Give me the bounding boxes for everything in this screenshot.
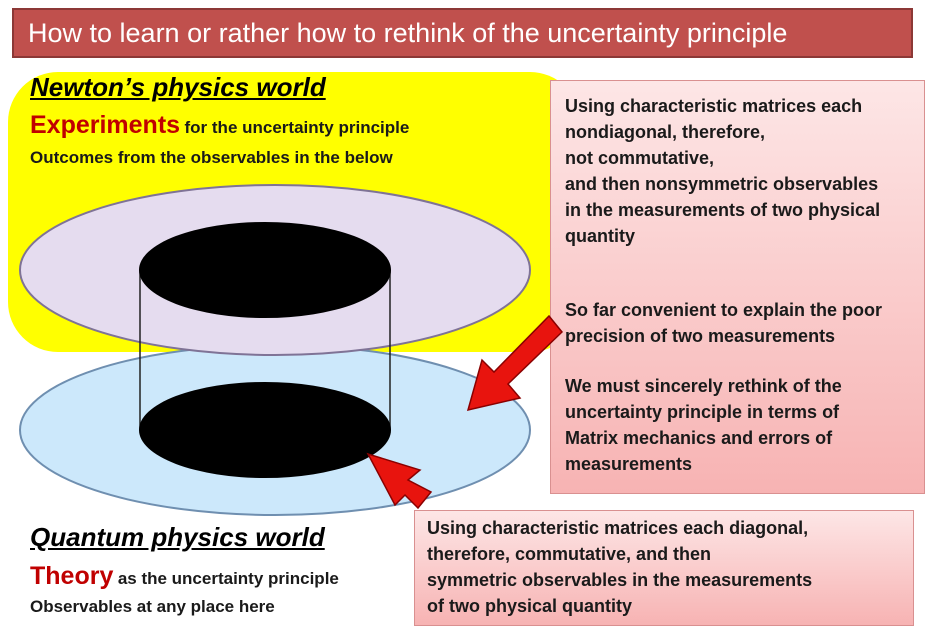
bottom-line: symmetric observables in the measurement… xyxy=(427,570,813,590)
arrow-to-cylinder-bottom xyxy=(366,452,433,510)
cylinder-bottom-face xyxy=(139,382,391,478)
quantum-world-heading: Quantum physics world xyxy=(30,522,325,552)
theory-keyword: Theory xyxy=(30,562,114,590)
right-p3-line: uncertainty principle in terms of xyxy=(565,402,840,422)
newton-line-1: Experiments for the uncertainty principl… xyxy=(30,111,409,140)
cylinder-top-face xyxy=(139,222,391,318)
right-p3-line: We must sincerely rethink of the xyxy=(565,376,842,396)
newton-world-heading: Newton’s physics world xyxy=(30,72,326,102)
right-p1-line: quantity xyxy=(565,226,635,246)
right-p3-line: measurements xyxy=(565,454,693,474)
right-p2-line: So far convenient to explain the poor xyxy=(565,300,883,320)
slide-title: How to learn or rather how to rethink of… xyxy=(12,8,913,58)
right-p1-line: not commutative, xyxy=(565,148,715,168)
experiments-keyword: Experiments xyxy=(30,111,181,139)
right-p3-line: Matrix mechanics and errors of xyxy=(565,428,833,448)
right-paragraph-1: Using characteristic matrices each nondi… xyxy=(565,93,924,249)
newton-line-1-text: for the uncertainty principle xyxy=(184,118,410,137)
right-p1-line: Using characteristic matrices each xyxy=(565,96,863,116)
bottom-line: of two physical quantity xyxy=(427,596,633,616)
quantum-line-1-text: as the uncertainty principle xyxy=(117,569,339,588)
newton-line-2: Outcomes from the observables in the bel… xyxy=(30,148,393,167)
bottom-explanation-box: Using characteristic matrices each diago… xyxy=(414,510,914,626)
right-explanation-box: Using characteristic matrices each nondi… xyxy=(550,80,925,494)
right-p2-line: precision of two measurements xyxy=(565,326,836,346)
quantum-line-2: Observables at any place here xyxy=(30,597,275,616)
right-p1-line: and then nonsymmetric observables xyxy=(565,174,879,194)
arrow-to-lower-disc xyxy=(466,314,564,412)
bottom-line: Using characteristic matrices each diago… xyxy=(427,518,809,538)
right-paragraph-2: So far convenient to explain the poor pr… xyxy=(565,297,924,349)
bottom-line: therefore, commutative, and then xyxy=(427,544,712,564)
right-p1-line: in the measurements of two physical xyxy=(565,200,881,220)
right-paragraph-3: We must sincerely rethink of the uncerta… xyxy=(565,373,924,477)
quantum-line-1: Theory as the uncertainty principle xyxy=(30,562,339,591)
right-p1-line: nondiagonal, therefore, xyxy=(565,122,766,142)
